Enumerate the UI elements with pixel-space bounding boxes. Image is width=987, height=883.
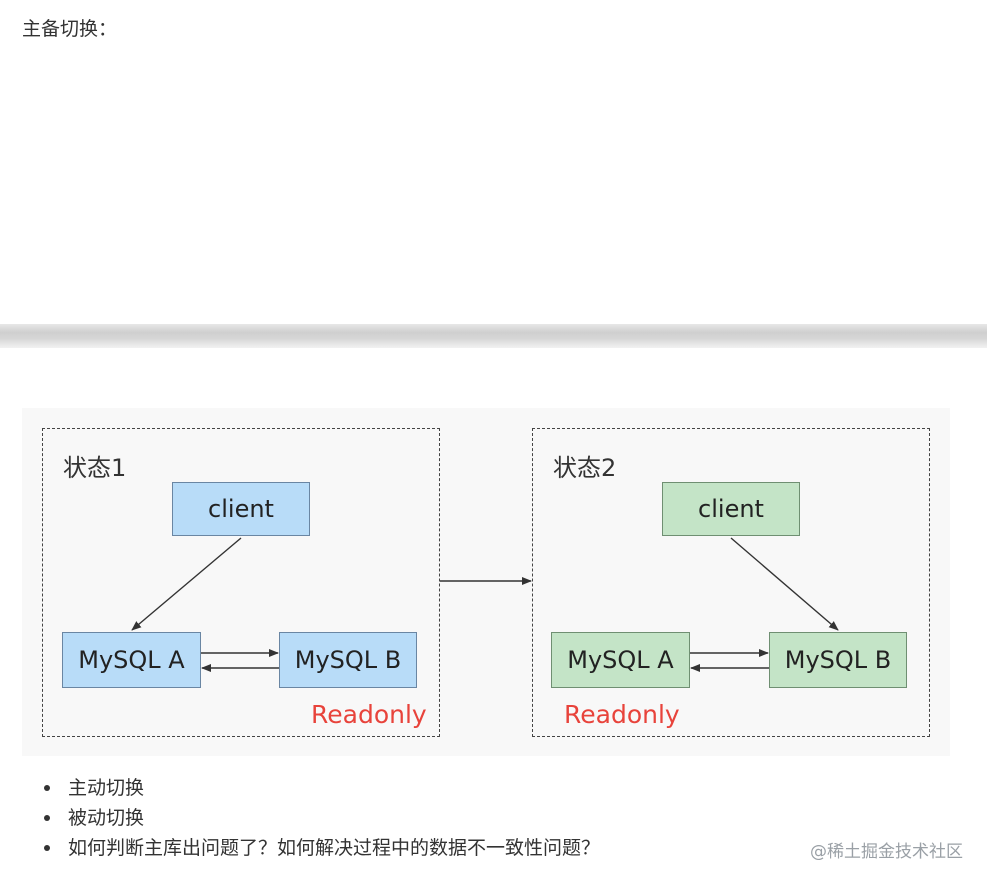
list-item-text: 被动切换 [68, 807, 145, 829]
state1-client-to-a-arrow [131, 537, 242, 631]
state2-frame [532, 428, 930, 737]
list-item: 被动切换 [44, 803, 600, 833]
state1-label: 状态1 [63, 454, 127, 482]
section-heading: 主备切换： [22, 18, 118, 40]
state2-client-box: client [662, 482, 800, 536]
state2-mysql-b-box: MySQL B [769, 632, 907, 688]
watermark: @稀土掘金技术社区 [810, 842, 963, 862]
list-item: 如何判断主库出问题了？如何解决过程中的数据不一致性问题？ [44, 833, 600, 863]
state2-mysql-a-box: MySQL A [551, 632, 690, 688]
list-item-text: 如何判断主库出问题了？如何解决过程中的数据不一致性问题？ [68, 837, 601, 859]
divider [0, 324, 987, 348]
state2-label: 状态2 [553, 454, 617, 482]
state1-client-box: client [172, 482, 310, 536]
diagram-background [22, 408, 950, 756]
state1-mysql-b-box: MySQL B [279, 632, 417, 688]
state1-mysql-a-box: MySQL A [62, 632, 201, 688]
bullet-icon [44, 785, 50, 791]
bullet-icon [44, 845, 50, 851]
bullet-icon [44, 815, 50, 821]
state1-frame [42, 428, 440, 737]
list-item: 主动切换 [44, 773, 600, 803]
state2-client-to-b-arrow [730, 537, 839, 631]
list-item-text: 主动切换 [68, 777, 145, 799]
state2-readonly-label: Readonly [564, 700, 680, 729]
bullet-list: 主动切换 被动切换 如何判断主库出问题了？如何解决过程中的数据不一致性问题？ [44, 773, 600, 863]
state1-readonly-label: Readonly [311, 700, 427, 729]
